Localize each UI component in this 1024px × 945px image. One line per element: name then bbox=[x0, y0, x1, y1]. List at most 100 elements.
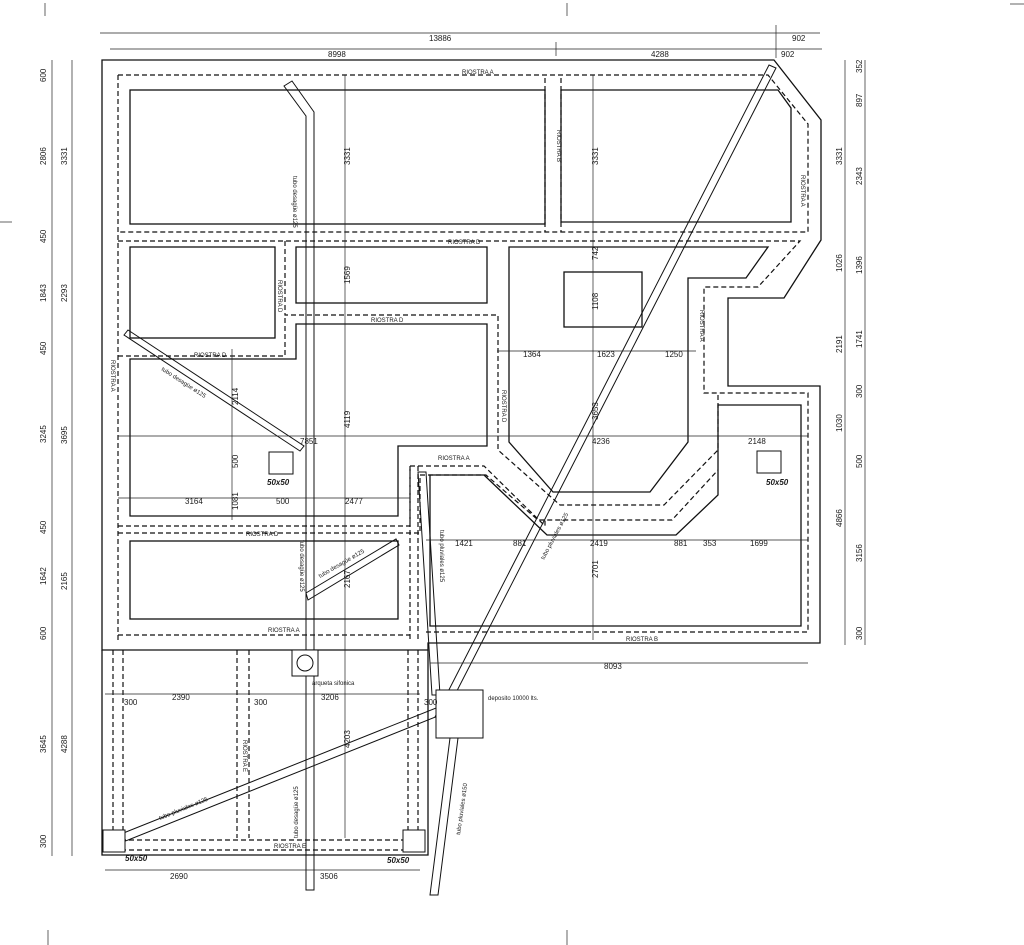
dim-left-outer-3: 1843 bbox=[39, 284, 48, 302]
dim-top-right-small-a: 902 bbox=[792, 34, 806, 43]
dim-right-outer-1: 897 bbox=[855, 93, 864, 107]
beam-label-rd-d: RIOSTRA D bbox=[246, 532, 279, 538]
dim-h300a: 300 bbox=[124, 698, 138, 707]
interior-dimension-texts: 3331 3331 1569 742 1108 1364 1623 1250 2… bbox=[124, 147, 768, 881]
dim-right-inner-0: 3331 bbox=[835, 147, 844, 165]
dim-left-outer-7: 1642 bbox=[39, 567, 48, 585]
dim-left-inner-3: 2165 bbox=[60, 572, 69, 590]
beam-label-ra-top: RIOSTRA A bbox=[462, 70, 494, 76]
beam-label-rd-b: RIOSTRA D bbox=[371, 318, 404, 324]
beam-label-rd-vert: RIOSTRA D bbox=[276, 280, 282, 313]
pipes bbox=[105, 64, 777, 896]
box-label-b: 50x50 bbox=[766, 478, 789, 487]
pipe-label-2: tubo desagüe ø125 bbox=[160, 367, 207, 401]
dim-top-left: 8998 bbox=[328, 50, 346, 59]
top-dimensions: 13886 902 8998 4288 902 bbox=[100, 25, 822, 59]
dim-top-right-small-b: 902 bbox=[781, 50, 795, 59]
dim-right-outer-7: 3156 bbox=[855, 544, 864, 562]
dim-h2477: 2477 bbox=[345, 497, 363, 506]
beam-label-rd-inner-vert: RIOSTRA D bbox=[500, 390, 506, 423]
dim-v500: 500 bbox=[231, 454, 240, 468]
dim-h881a: 881 bbox=[513, 539, 527, 548]
dim-left-outer-5: 3245 bbox=[39, 425, 48, 443]
dim-h1623: 1623 bbox=[597, 350, 615, 359]
dim-left-inner-2: 3695 bbox=[60, 426, 69, 444]
dim-right-inner-1: 1026 bbox=[835, 254, 844, 272]
dim-left-outer-4: 450 bbox=[39, 341, 48, 355]
dim-v3331-b: 3331 bbox=[591, 147, 600, 165]
beam-label-ra-mid: RIOSTRA A bbox=[438, 456, 470, 462]
dim-v1569: 1569 bbox=[343, 266, 352, 284]
pipe-label-9: tubo pluviales ø150 bbox=[456, 782, 469, 835]
dim-h7851: 7851 bbox=[300, 437, 318, 446]
pipe-label-5: tubo pluviales ø125 bbox=[438, 530, 444, 583]
dim-left-outer-9: 3645 bbox=[39, 735, 48, 753]
dim-h300b: 300 bbox=[254, 698, 268, 707]
dim-h500: 500 bbox=[276, 497, 290, 506]
dim-right-inner-4: 4866 bbox=[835, 509, 844, 527]
beam-label-ra-inner-right: RIOSTRA A bbox=[698, 310, 704, 342]
dim-right-inner-2: 2191 bbox=[835, 335, 844, 353]
dim-v2701: 2701 bbox=[591, 560, 600, 578]
right-dimensions: 3331 1026 2191 1030 4866 352 897 2343 13… bbox=[835, 59, 866, 645]
dim-h2148: 2148 bbox=[748, 437, 766, 446]
dim-h1364: 1364 bbox=[523, 350, 541, 359]
beam-label-rb-low-right: RIOSTRA B bbox=[626, 637, 658, 643]
dim-v1081: 1081 bbox=[231, 492, 240, 510]
dim-h3164: 3164 bbox=[185, 497, 203, 506]
dim-right-outer-3: 1396 bbox=[855, 256, 864, 274]
beam-label-rd-a: RIOSTRA D bbox=[448, 240, 481, 246]
dim-right-outer-0: 352 bbox=[855, 59, 864, 73]
beam-label-ra-right-diag: RIOSTRA A bbox=[799, 175, 805, 207]
box-label-a: 50x50 bbox=[267, 478, 290, 487]
dim-right-inner-3: 1030 bbox=[835, 414, 844, 432]
interior-dimension-lines bbox=[105, 75, 808, 871]
dim-left-inner-0: 3331 bbox=[60, 147, 69, 165]
beam-label-rb-vert: RIOSTRA B bbox=[555, 130, 561, 162]
dim-h3206: 3206 bbox=[321, 693, 339, 702]
dim-v742: 742 bbox=[591, 246, 600, 260]
dim-left-outer-0: 600 bbox=[39, 68, 48, 82]
small-boxes bbox=[102, 450, 782, 853]
dim-right-outer-6: 500 bbox=[855, 454, 864, 468]
dim-h8093: 8093 bbox=[604, 662, 622, 671]
outer-wall bbox=[101, 59, 822, 856]
crop-marks bbox=[0, 3, 1024, 945]
dim-v1108: 1108 bbox=[591, 292, 600, 310]
beam-label-rd-c: RIOSTRA D bbox=[194, 353, 227, 359]
dim-v2114: 2114 bbox=[231, 387, 240, 405]
dim-top-total: 13886 bbox=[429, 34, 452, 43]
dim-left-outer-2: 450 bbox=[39, 229, 48, 243]
dim-h4236: 4236 bbox=[592, 437, 610, 446]
arqueta-label: arqueta sifonica bbox=[312, 681, 355, 687]
dim-left-outer-1: 2806 bbox=[39, 147, 48, 165]
dim-left-outer-8: 600 bbox=[39, 626, 48, 640]
dim-top-mid: 4288 bbox=[651, 50, 669, 59]
dim-h2390: 2390 bbox=[172, 693, 190, 702]
left-dimensions: 600 2806 450 1843 450 3245 450 1642 600 … bbox=[39, 60, 73, 856]
dim-b3506: 3506 bbox=[320, 872, 338, 881]
dim-right-outer-2: 2343 bbox=[855, 167, 864, 185]
pipe-label-8: tubo desagüe ø125 bbox=[294, 786, 300, 838]
dim-v3653: 3653 bbox=[591, 402, 600, 420]
dim-h1699: 1699 bbox=[750, 539, 768, 548]
pipe-label-1: tubo desagüe ø125 bbox=[291, 176, 297, 228]
pipe-label-3: tubo desagüe ø125 bbox=[298, 540, 304, 592]
dim-v4203: 4203 bbox=[343, 730, 352, 748]
dim-h300c: 300 bbox=[424, 698, 438, 707]
dim-right-outer-5: 300 bbox=[855, 384, 864, 398]
dim-h2419: 2419 bbox=[590, 539, 608, 548]
box-label-group: 50x50 50x50 50x50 50x50 arqueta sifonica… bbox=[125, 478, 789, 865]
beam-label-re-bottom: RIOSTRA E bbox=[274, 844, 306, 850]
dim-v4119: 4119 bbox=[343, 410, 352, 428]
dim-b2690: 2690 bbox=[170, 872, 188, 881]
beam-label-re-vert: RIOSTRA E bbox=[241, 740, 247, 772]
beam-label-ra-left: RIOSTRA A bbox=[109, 360, 115, 392]
box-label-d: 50x50 bbox=[387, 856, 410, 865]
slab-outlines bbox=[129, 89, 802, 627]
dim-right-outer-4: 1741 bbox=[855, 330, 864, 348]
deposito-label: deposito 10000 lts. bbox=[488, 696, 539, 702]
dim-left-inner-4: 4288 bbox=[60, 735, 69, 753]
box-label-c: 50x50 bbox=[125, 854, 148, 863]
